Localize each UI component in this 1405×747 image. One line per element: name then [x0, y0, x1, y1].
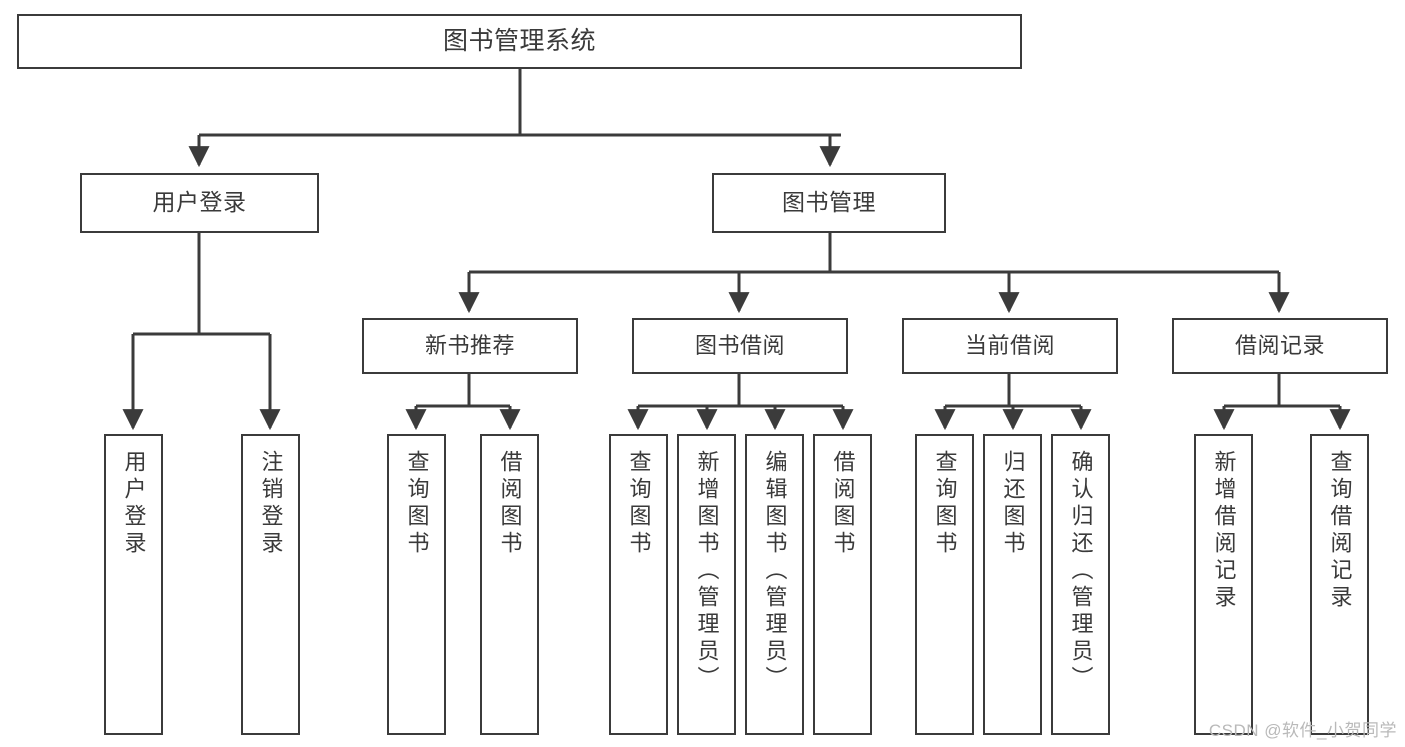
node-label: 编辑图书（管理员）: [762, 450, 788, 693]
node-label: 查询借阅记录: [1327, 450, 1353, 612]
node-label: 新书推荐: [424, 333, 515, 359]
node-label: 归还图书: [1000, 450, 1026, 558]
node-new-book-recommend[interactable]: 新书推荐: [362, 318, 578, 374]
node-label: 用户登录: [152, 189, 247, 216]
node-book-borrow[interactable]: 图书借阅: [632, 318, 848, 374]
node-label: 借阅记录: [1234, 333, 1325, 359]
leaf-borrow-borrow-book[interactable]: 借阅图书: [813, 434, 872, 735]
leaf-user-login-login[interactable]: 用户登录: [104, 434, 163, 735]
leaf-borrow-edit-book-admin[interactable]: 编辑图书（管理员）: [745, 434, 804, 735]
leaf-current-query-book[interactable]: 查询图书: [915, 434, 974, 735]
leaf-recommend-query-book[interactable]: 查询图书: [387, 434, 446, 735]
node-label: 借阅图书: [830, 450, 856, 558]
node-label: 注销登录: [258, 450, 284, 558]
node-label: 图书管理系统: [442, 26, 596, 55]
watermark: CSDN @软件_小贺同学: [1208, 721, 1397, 740]
node-label: 当前借阅: [964, 333, 1055, 359]
node-label: 新增借阅记录: [1211, 450, 1237, 612]
leaf-recommend-borrow-book[interactable]: 借阅图书: [480, 434, 539, 735]
node-label: 图书借阅: [694, 333, 785, 359]
leaf-record-query-record[interactable]: 查询借阅记录: [1310, 434, 1369, 735]
leaf-current-return-book[interactable]: 归还图书: [983, 434, 1042, 735]
node-label: 用户登录: [121, 450, 147, 558]
node-user-login[interactable]: 用户登录: [80, 173, 319, 233]
node-label: 查询图书: [404, 450, 430, 558]
node-root-system[interactable]: 图书管理系统: [17, 14, 1022, 69]
leaf-user-login-logout[interactable]: 注销登录: [241, 434, 300, 735]
leaf-record-add-record[interactable]: 新增借阅记录: [1194, 434, 1253, 735]
node-label: 确认归还（管理员）: [1068, 450, 1094, 693]
node-label: 借阅图书: [497, 450, 523, 558]
node-label: 查询图书: [626, 450, 652, 558]
leaf-borrow-add-book-admin[interactable]: 新增图书（管理员）: [677, 434, 736, 735]
node-label: 查询图书: [932, 450, 958, 558]
leaf-borrow-query-book[interactable]: 查询图书: [609, 434, 668, 735]
leaf-current-confirm-return-admin[interactable]: 确认归还（管理员）: [1051, 434, 1110, 735]
node-current-borrow[interactable]: 当前借阅: [902, 318, 1118, 374]
node-label: 新增图书（管理员）: [694, 450, 720, 693]
node-borrow-record[interactable]: 借阅记录: [1172, 318, 1388, 374]
node-book-management[interactable]: 图书管理: [712, 173, 946, 233]
node-label: 图书管理: [782, 189, 876, 216]
